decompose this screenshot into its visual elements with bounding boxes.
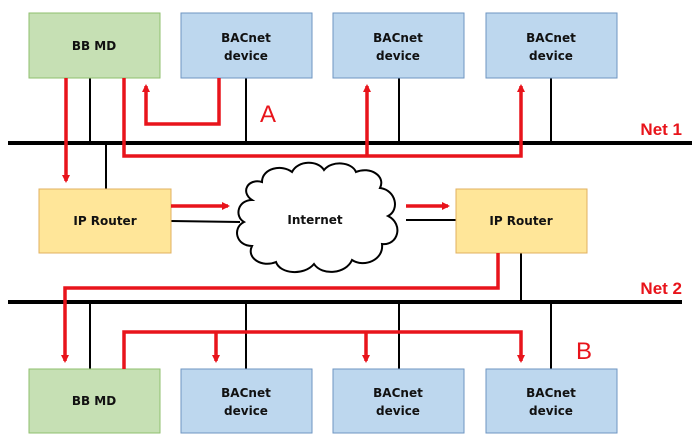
bbmd2-label: BB MD (72, 394, 116, 408)
node-bbmd1[interactable]: BB MD (28, 12, 161, 79)
net1-drop-wires (89, 78, 552, 189)
dev1b-label-line1: BACnet (373, 31, 423, 45)
node-router2[interactable]: IP Router (455, 188, 588, 254)
node-router1[interactable]: IP Router (38, 188, 172, 254)
dev2a-label-line2: device (224, 404, 268, 418)
node-dev2b[interactable]: BACnet device (332, 368, 465, 434)
internet-cloud: Internet (236, 161, 399, 273)
wire-router1-cloud (170, 220, 241, 223)
path-label-a: A (260, 101, 276, 128)
bbmd1-label: BB MD (72, 39, 116, 53)
net1-label: Net 1 (640, 120, 682, 139)
arrow-bbmd1-to-dev1c (122, 78, 525, 158)
dev2c-label-line1: BACnet (526, 386, 576, 400)
dev1c-label-line1: BACnet (526, 31, 576, 45)
node-dev1a[interactable]: BACnet device (180, 12, 313, 79)
dev2a-label-line1: BACnet (221, 386, 271, 400)
path-label-b: B (576, 338, 592, 365)
arrow-bbmd2-to-dev2c (122, 330, 525, 369)
dev1a-label-line1: BACnet (221, 31, 271, 45)
dev2c-label-line2: device (529, 404, 573, 418)
node-bbmd2[interactable]: BB MD (28, 368, 161, 434)
cloud-label: Internet (287, 213, 342, 227)
node-dev1b[interactable]: BACnet device (332, 12, 465, 79)
dev1b-label-line2: device (376, 49, 420, 63)
node-dev2a[interactable]: BACnet device (180, 368, 313, 434)
arrow-dev1a-to-bbmd1 (142, 78, 221, 126)
node-dev1c[interactable]: BACnet device (485, 12, 618, 79)
net2-drop-wires (89, 253, 552, 369)
node-dev2c[interactable]: BACnet device (485, 368, 618, 434)
dev2b-label-line2: device (376, 404, 420, 418)
dev1c-label-line2: device (529, 49, 573, 63)
router1-label: IP Router (73, 214, 136, 228)
cloud-icon (236, 161, 399, 273)
router2-label: IP Router (489, 214, 552, 228)
dev1a-label-line2: device (224, 49, 268, 63)
message-paths (61, 78, 525, 369)
net2-label: Net 2 (640, 279, 682, 298)
dev2b-label-line1: BACnet (373, 386, 423, 400)
arrow-router2-to-bbmd2 (61, 253, 500, 363)
